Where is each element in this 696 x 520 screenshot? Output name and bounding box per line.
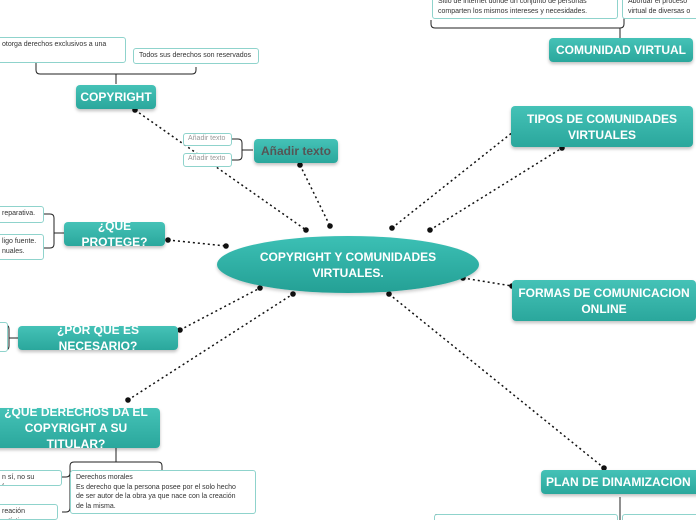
bracket-copyright [35,63,197,84]
topic-plan-dinamizacion[interactable]: PLAN DE DINAMIZACION [541,470,696,494]
note-plan-2[interactable] [622,514,696,520]
topic-copyright[interactable]: COPYRIGHT [76,85,156,109]
bracket-comunidad [430,18,625,38]
topic-tipos-comunidades[interactable]: TIPOS DE COMUNIDADES VIRTUALES [511,106,693,147]
topic-por-que-es-necesario[interactable]: ¿POR QUE ES NECESARIO? [18,323,178,353]
link-anadir [299,164,331,227]
link-tipos [429,147,563,231]
note-protege-reparativa[interactable]: reparativa. [0,206,44,223]
note-copyright-reservados[interactable]: Todos sus derechos son reservados [133,48,259,64]
note-derechos-forma[interactable]: n sí, no su forma. [0,470,62,486]
topic-que-protege[interactable]: ¿QUE PROTEGE? [64,219,165,249]
topic-que-derechos[interactable]: ¿QUE DERECHOS DA EL COPYRIGHT A SU TITUL… [0,405,160,451]
note-derechos-creacion[interactable]: reación artística. [0,504,58,520]
topic-comunidad-virtual[interactable]: COMUNIDAD VIRTUAL [549,38,693,62]
topic-formas-comunicacion[interactable]: FORMAS DE COMUNICACION ONLINE [512,280,696,321]
bracket-anadir [232,138,253,161]
bracket-protege [44,213,64,249]
topic-anadir-texto[interactable]: Añadir texto [254,139,338,163]
note-copyright-exclusivos[interactable]: otorga derechos exclusivos a una [0,37,126,63]
link-copyright [134,109,307,231]
central-node[interactable]: COPYRIGHT Y COMUNIDADES VIRTUALES. [217,236,479,293]
link-plan [388,293,605,469]
note-derechos-morales[interactable]: Derechos morales Es derecho que la perso… [70,470,256,514]
link-comunidad [391,127,519,229]
note-por-que[interactable] [0,322,8,352]
link-por-que [179,287,261,331]
note-anadir-texto-2[interactable]: Añadir texto [183,153,232,167]
link-que-protege [167,239,227,247]
note-comunidad-definicion[interactable]: Sitio de internet donde un conjunto de p… [432,0,618,19]
note-protege-codigo-fuente[interactable]: ligo fuente. nuales. [0,234,44,260]
note-plan-1[interactable] [434,514,618,520]
link-formas [462,277,513,287]
note-comunidad-proceso[interactable]: Abordar el proceso virtual de diversas o [622,0,696,19]
bracket-derechos [62,448,163,513]
note-anadir-texto-1[interactable]: Añadir texto [183,133,232,146]
